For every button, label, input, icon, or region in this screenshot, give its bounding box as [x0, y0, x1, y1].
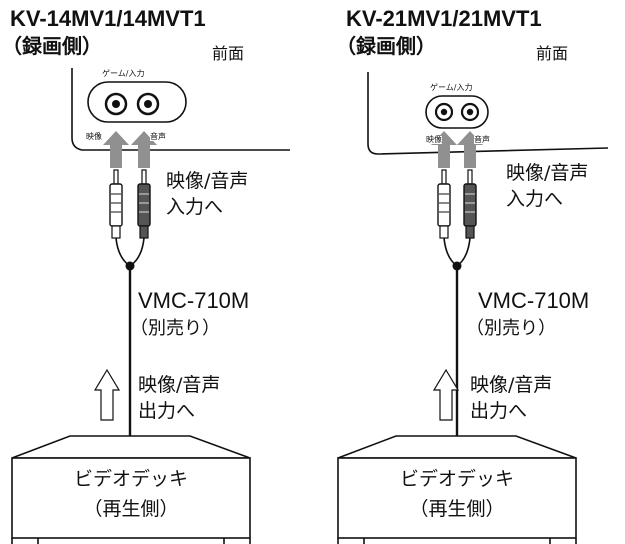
- video-jack: [434, 102, 454, 122]
- right-cable-note: （別売り）: [466, 318, 556, 339]
- left-front-label: 前面: [212, 44, 245, 63]
- left-jack-label: ゲーム/入力: [102, 69, 145, 78]
- left-input-label-2: 入力へ: [166, 196, 224, 218]
- output-arrow: [93, 368, 121, 421]
- output-arrow: [432, 368, 460, 421]
- right-recording-side: （録画側）: [336, 34, 436, 58]
- left-vcr-label-2: （再生側）: [83, 498, 179, 520]
- right-output-label-2: 出力へ: [470, 400, 528, 422]
- right-panel: [337, 72, 609, 544]
- vcr-device: [337, 435, 577, 544]
- right-front-label: 前面: [536, 44, 569, 63]
- left-vcr-label-1: ビデオデッキ: [73, 468, 188, 490]
- cable: [443, 237, 471, 436]
- left-output-label-2: 出力へ: [138, 400, 196, 422]
- left-panel: [11, 68, 290, 544]
- insert-arrow-video: [103, 131, 129, 168]
- right-audio-label: 音声: [474, 135, 490, 144]
- right-input-label-2: 入力へ: [506, 188, 564, 210]
- tv-front-panel: [367, 72, 609, 155]
- left-model-title: KV-14MV1/14MVT1: [10, 6, 206, 31]
- video-jack: [104, 92, 128, 116]
- right-video-label: 映像: [426, 135, 442, 144]
- left-cable-note: （別売り）: [130, 318, 220, 339]
- audio-jack: [460, 102, 480, 122]
- right-vcr-label-1: ビデオデッキ: [399, 468, 514, 490]
- white-rca-plug: [109, 169, 123, 239]
- left-output-label-1: 映像/音声: [138, 374, 221, 396]
- right-jack-label: ゲーム/入力: [430, 83, 473, 92]
- left-video-label: 映像: [86, 132, 102, 141]
- left-input-label-1: 映像/音声: [166, 170, 249, 192]
- red-rca-plug: [137, 169, 151, 239]
- right-input-label-1: 映像/音声: [506, 162, 589, 184]
- white-rca-plug: [437, 169, 451, 239]
- red-rca-plug: [463, 169, 477, 239]
- audio-jack: [136, 92, 160, 116]
- cable: [115, 237, 145, 436]
- right-output-label-1: 映像/音声: [470, 374, 553, 396]
- right-cable-name: VMC-710M: [478, 288, 590, 313]
- right-vcr-label-2: （再生側）: [409, 498, 505, 520]
- tv-front-panel: [71, 68, 290, 151]
- left-recording-side: （録画側）: [2, 34, 102, 58]
- right-model-title: KV-21MV1/21MVT1: [346, 6, 542, 31]
- left-cable-name: VMC-710M: [138, 288, 250, 313]
- left-audio-label: 音声: [150, 132, 166, 141]
- vcr-device: [11, 435, 251, 544]
